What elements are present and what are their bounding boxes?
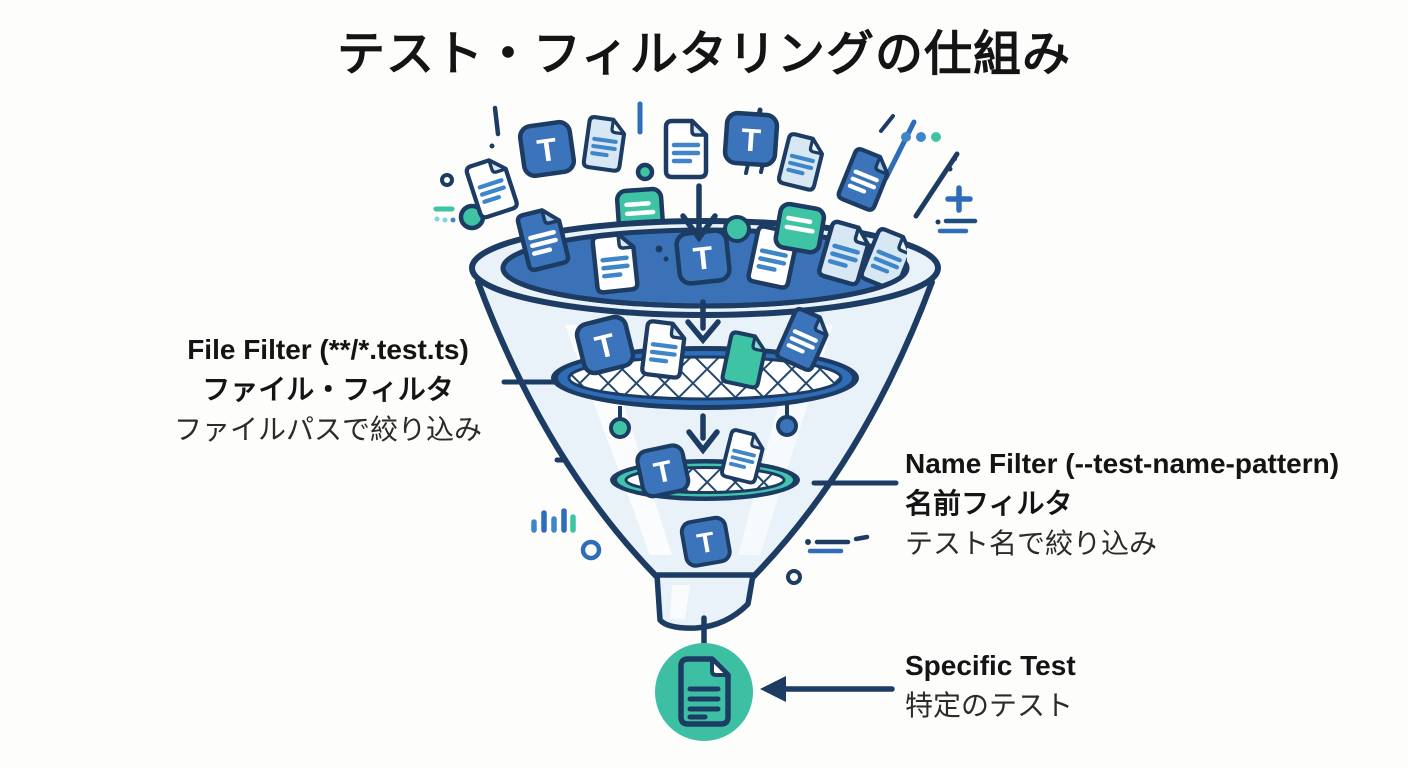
file-filter-description-ja: ファイルパスで絞り込み xyxy=(173,413,482,445)
funnel xyxy=(469,183,941,631)
specific-test-label: Specific Test 特定のテスト xyxy=(905,646,1076,726)
specific-test-name-ja: 特定のテスト xyxy=(905,689,1074,721)
name-filter-description-ja: テスト名で絞り込み xyxy=(905,527,1158,559)
test-file-icon xyxy=(636,444,691,499)
test-file-icon-in-spout xyxy=(678,514,734,570)
mini-bar-chart-icon xyxy=(531,508,576,533)
down-arrow-into-funnel xyxy=(680,183,718,243)
result-arrow xyxy=(760,676,895,702)
decorative-marks-mid-right xyxy=(786,534,870,585)
file-filter-mesh xyxy=(551,346,859,410)
test-file-icon xyxy=(642,321,686,378)
name-filter-name-ja: 名前フィルタ xyxy=(905,487,1073,519)
down-arrow-to-name-filter xyxy=(686,413,720,455)
specific-test-result xyxy=(655,615,895,741)
decorative-marks-right xyxy=(879,114,978,234)
result-test-file-icon xyxy=(681,659,728,724)
test-file-icon xyxy=(724,112,777,165)
down-arrow-to-file-filter xyxy=(685,299,721,345)
file-filter-heading: File Filter (**/*.test.ts) xyxy=(187,334,469,365)
test-file-icon xyxy=(676,230,731,285)
page-title: テスト・フィルタリングの仕組み xyxy=(336,28,1072,81)
test-file-icon xyxy=(837,148,892,212)
name-filter-heading: Name Filter (--test-name-pattern) xyxy=(905,448,1340,479)
test-file-icon xyxy=(778,133,825,191)
filter-hanging-beads xyxy=(609,404,798,439)
specific-test-heading: Specific Test xyxy=(905,650,1076,681)
name-filter-label: Name Filter (--test-name-pattern) 名前フィルタ… xyxy=(905,444,1339,563)
file-filter-name-ja: ファイル・フィルタ xyxy=(202,373,454,405)
files-in-pool xyxy=(517,203,916,293)
test-file-icon xyxy=(583,116,626,171)
test-file-icon xyxy=(575,315,636,376)
test-file-icon xyxy=(666,121,706,177)
test-file-icon xyxy=(519,121,575,177)
file-filter-label: File Filter (**/*.test.ts) ファイル・フィルタ ファイ… xyxy=(118,330,538,449)
test-file-icon xyxy=(774,203,825,254)
